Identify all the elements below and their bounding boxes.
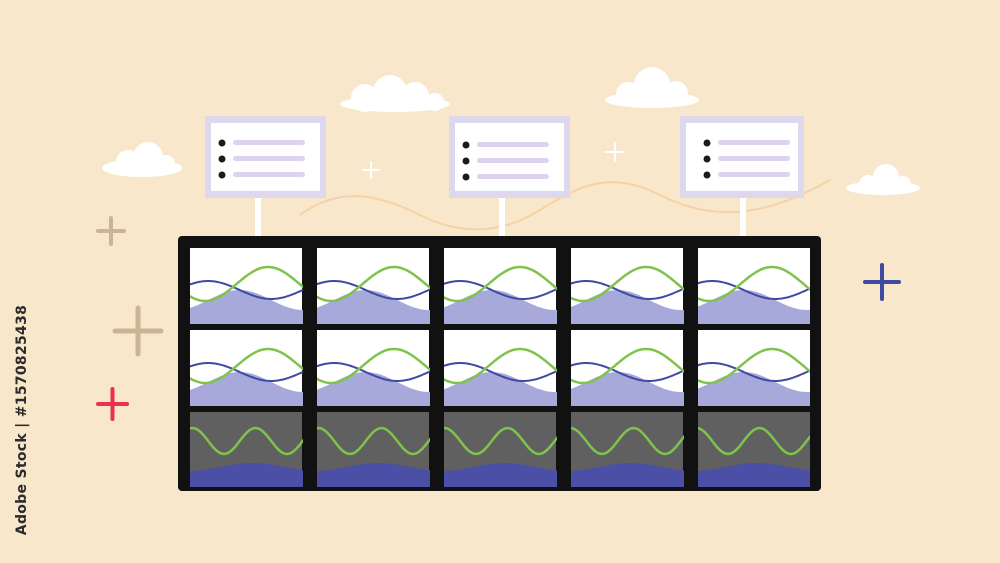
bullet-dot (218, 155, 226, 163)
bullet-dot (703, 155, 711, 163)
bullet-dot (462, 157, 470, 165)
wave-overlays (183, 265, 817, 487)
panel-grid (190, 248, 810, 487)
bullet-dot (462, 173, 470, 181)
bullet-dot (703, 171, 711, 179)
panel-divider (303, 242, 317, 487)
bullet-dot (703, 139, 711, 147)
panel-divider (810, 242, 817, 487)
cloud-icon (340, 75, 450, 112)
green-wave (183, 426, 817, 456)
wave-chart-icon (183, 426, 817, 487)
panel-divider (557, 242, 571, 487)
sparkle-plus-icon (96, 387, 129, 421)
panel-divider (183, 406, 817, 412)
panel-divider (430, 242, 444, 487)
wave-chart-icon (183, 265, 817, 324)
wave-chart-icon (183, 347, 817, 406)
panel-divider (684, 242, 698, 487)
panel-divider (183, 242, 817, 248)
panel-divider (183, 324, 817, 330)
sparkle-plus-icon (112, 305, 164, 357)
sparkle-plus-icon (605, 142, 625, 162)
navy-wave (183, 362, 817, 382)
cloud-icon (605, 67, 699, 108)
list-card-middle (449, 116, 570, 240)
green-wave (183, 265, 817, 303)
background-wave (299, 179, 831, 231)
list-card-left (205, 116, 326, 240)
sparkle-plus-icon (863, 263, 901, 301)
cloud-icon (846, 164, 920, 195)
panel-dividers (183, 242, 817, 491)
bullet-dot (462, 141, 470, 149)
stock-watermark: Adobe Stock | #1570825438 (8, 305, 36, 535)
navy-wave (183, 280, 817, 300)
area-fill (183, 463, 817, 487)
sparkle-plus-icon (96, 216, 126, 246)
green-wave (183, 347, 817, 385)
panel-divider (183, 242, 190, 487)
panel-divider (183, 487, 817, 491)
list-card-right (680, 116, 804, 240)
cloud-icon (102, 142, 182, 177)
bullet-dot (218, 171, 226, 179)
sparkle-plus-icon (362, 161, 380, 179)
bullet-dot (218, 139, 226, 147)
watermark-text: Adobe Stock | #1570825438 (14, 304, 30, 536)
